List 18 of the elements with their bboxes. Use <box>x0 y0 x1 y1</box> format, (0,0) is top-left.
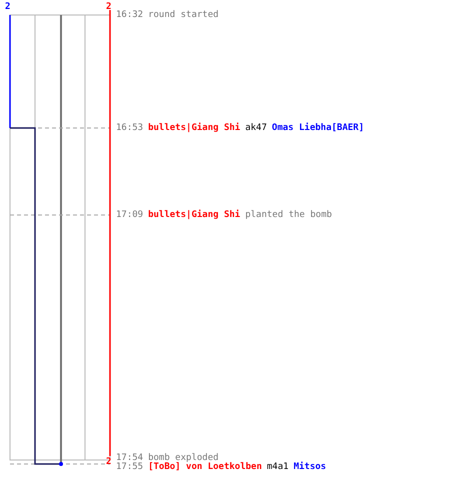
weapon-name: m4a1 <box>266 462 289 472</box>
timestamp: 17:55 <box>116 462 144 472</box>
score-label: 2 <box>5 2 10 12</box>
timestamp: 16:32 <box>116 10 144 20</box>
event-text: round started <box>148 10 219 20</box>
timestamp: 16:53 <box>116 123 144 133</box>
score-label: 2 <box>106 457 112 467</box>
weapon-name: ak47 <box>245 123 267 133</box>
event-text: bomb exploded <box>148 453 219 463</box>
timestamp: 17:54 <box>116 453 144 463</box>
player-name: Mitsos <box>294 462 326 472</box>
player-name: Omas Liebha[BAER] <box>272 123 364 133</box>
player-name: bullets|Giang Shi <box>148 123 240 133</box>
event-text: planted the bomb <box>245 210 332 220</box>
player-name: [ToBo] von Loetkolben <box>148 462 262 472</box>
score-label: 2 <box>106 2 112 12</box>
timestamp: 17:09 <box>116 210 144 220</box>
player-name: bullets|Giang Shi <box>148 210 240 220</box>
